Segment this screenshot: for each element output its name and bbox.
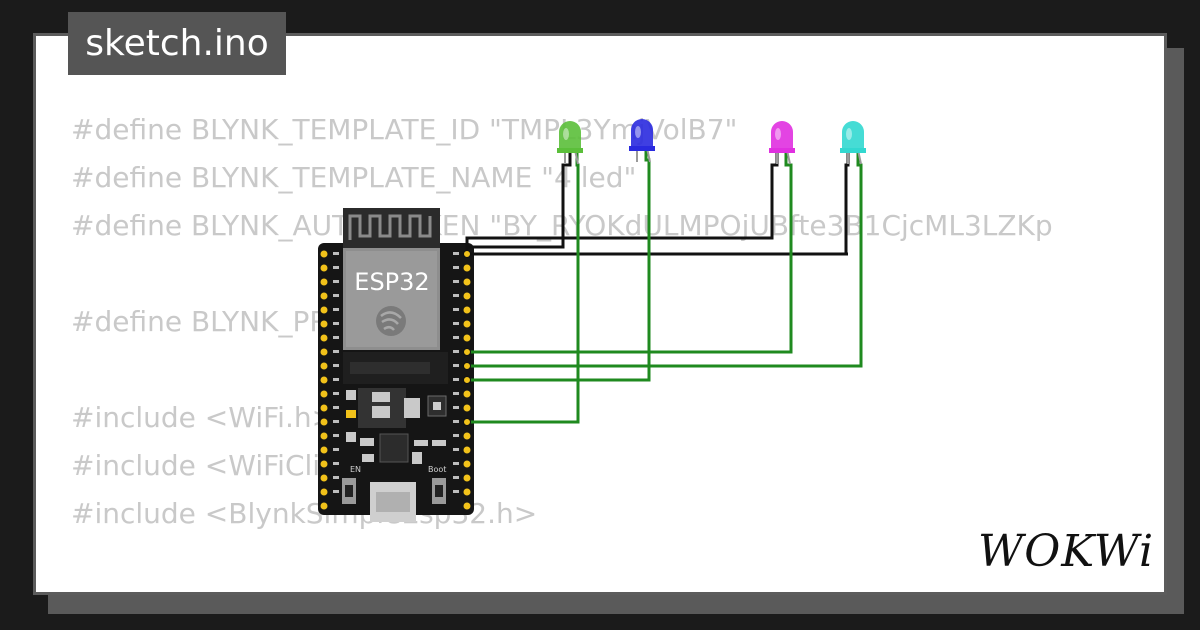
code-background: #define BLYNK_TEMPLATE_ID "TMPL3YmjVolB7… <box>71 106 1053 592</box>
signal-wires <box>467 148 863 424</box>
cyan-led[interactable] <box>840 121 866 165</box>
code-line: #include <BlynkSimpleEsp32.h> <box>71 497 538 530</box>
blue-led[interactable] <box>629 119 655 163</box>
code-line: #define BLYNK_TEMPLATE_ID "TMPL3YmjVolB7… <box>71 113 738 146</box>
boot-button[interactable] <box>432 478 446 504</box>
boot-label: Boot <box>428 465 446 474</box>
green-led[interactable] <box>557 121 583 165</box>
left-header-pins <box>320 250 328 510</box>
en-button[interactable] <box>342 478 356 504</box>
antenna-trace <box>348 214 432 240</box>
esp32-board[interactable]: ESP32 EN Boot <box>318 208 474 522</box>
code-line: #include <WiFi.h> <box>71 401 336 434</box>
espressif-logo-icon <box>376 306 406 336</box>
board-components <box>346 388 447 464</box>
wire-endpoints <box>463 250 471 426</box>
led-layer <box>557 119 866 165</box>
esp32-label: ESP32 <box>354 268 429 296</box>
usb-port <box>370 482 416 522</box>
wokwi-logo: WOKWi <box>978 526 1155 577</box>
en-label: EN <box>350 465 361 474</box>
magenta-led[interactable] <box>769 121 795 165</box>
file-tab[interactable]: sketch.ino <box>68 12 286 75</box>
canvas-card: #define BLYNK_TEMPLATE_ID "TMPL3YmjVolB7… <box>33 33 1167 595</box>
pin-label-ticks <box>333 252 459 493</box>
